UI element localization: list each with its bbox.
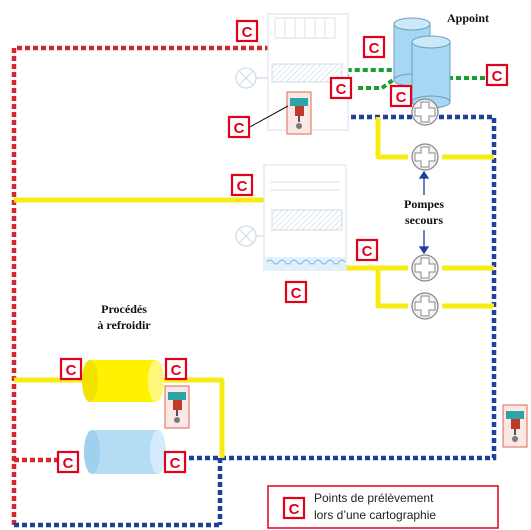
sampling-point-badge: C bbox=[56, 450, 80, 474]
sampling-point-badge: C bbox=[164, 357, 188, 381]
svg-text:C: C bbox=[170, 455, 181, 472]
svg-text:C: C bbox=[291, 285, 302, 302]
label-procedes: Procédés bbox=[101, 302, 147, 316]
sampling-point-badge: C bbox=[227, 115, 251, 139]
svg-text:C: C bbox=[63, 455, 74, 472]
label-a-refroidir: à refroidir bbox=[97, 318, 151, 332]
label-pompes: Pompes bbox=[404, 197, 444, 211]
legend-line1: Points de prélèvement bbox=[314, 491, 434, 505]
sampling-tap-icon bbox=[164, 385, 190, 429]
sampling-point-badge: C bbox=[163, 450, 187, 474]
cooling-tower-bottom bbox=[235, 164, 347, 271]
svg-text:C: C bbox=[171, 362, 182, 379]
legend-badge: C bbox=[282, 496, 306, 520]
svg-text:C: C bbox=[237, 178, 248, 195]
makeup-water-tank-front bbox=[411, 35, 451, 109]
pump-main bbox=[411, 98, 439, 126]
pump-middle bbox=[411, 254, 439, 282]
pump-upper bbox=[411, 143, 439, 171]
svg-text:C: C bbox=[336, 81, 347, 98]
svg-text:C: C bbox=[234, 120, 245, 137]
sampling-point-badge: C bbox=[235, 19, 259, 43]
pump-pointer-arrows bbox=[418, 170, 430, 255]
sampling-point-badge: C bbox=[362, 35, 386, 59]
sampling-point-badge: C bbox=[355, 238, 379, 262]
sampling-point-badge: C bbox=[485, 63, 509, 87]
label-appoint: Appoint bbox=[447, 11, 489, 25]
sampling-point-badge: C bbox=[329, 76, 353, 100]
label-secours: secours bbox=[405, 213, 443, 227]
sampling-point-badge: C bbox=[389, 84, 413, 108]
legend-box bbox=[267, 485, 499, 529]
sampling-point-badge: C bbox=[284, 280, 308, 304]
svg-text:C: C bbox=[396, 89, 407, 106]
sampling-tap-icon bbox=[286, 91, 312, 135]
pump-lower bbox=[411, 292, 439, 320]
svg-text:C: C bbox=[289, 501, 300, 518]
svg-text:C: C bbox=[369, 40, 380, 57]
legend-line2: lors d’une cartographie bbox=[314, 508, 436, 522]
process-exchanger-blue bbox=[84, 430, 166, 474]
sampling-point-badge: C bbox=[230, 173, 254, 197]
badge-leader-line bbox=[247, 105, 289, 129]
process-exchanger-yellow bbox=[82, 360, 164, 402]
legend: C Points de prélèvement lors d’une carto… bbox=[267, 485, 499, 529]
svg-text:C: C bbox=[66, 362, 77, 379]
sampling-tap-icon bbox=[502, 404, 528, 448]
svg-text:C: C bbox=[242, 24, 253, 41]
svg-text:C: C bbox=[362, 243, 373, 260]
svg-text:C: C bbox=[492, 68, 503, 85]
sampling-point-badge: C bbox=[59, 357, 83, 381]
